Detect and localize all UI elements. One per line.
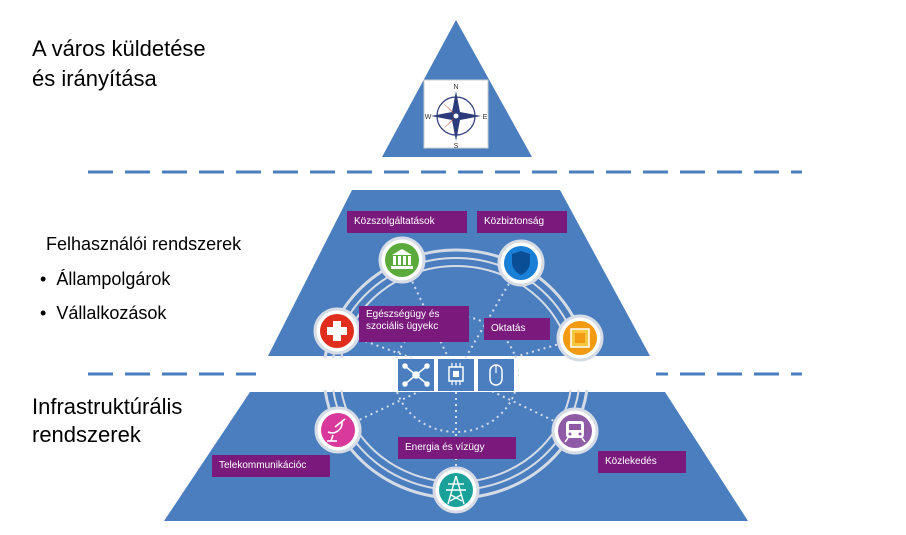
list-item: Vállalkozások <box>40 296 170 330</box>
compass-s-label: S <box>454 143 459 150</box>
public-safety-tag: Közbiztonság <box>477 211 567 233</box>
telecom-circle <box>314 406 362 454</box>
mission-level-label: A város küldetése és irányítása <box>32 34 206 94</box>
health-tag: Egészségügy és szociális ügyekc <box>359 306 469 342</box>
public-services-tag: Közszolgáltatások <box>347 211 467 233</box>
power-pylon-icon <box>446 475 466 505</box>
book-icon <box>570 328 590 348</box>
infrastructure-level-label: Infrastruktúrális rendszerek <box>32 393 182 449</box>
compass-rose-icon: N S W E <box>423 79 489 150</box>
user-systems-list: Állampolgárok Vállalkozások <box>40 262 170 330</box>
transport-tag: Közlekedés <box>598 451 686 473</box>
compass-e-label: E <box>483 114 488 121</box>
user-systems-title: Felhasználói rendszerek <box>46 234 242 254</box>
bank-icon <box>391 249 413 269</box>
public-safety-circle <box>497 239 545 287</box>
mission-label-line2: és irányítása <box>32 66 157 91</box>
energy-tag: Energia és vízügy <box>398 437 516 459</box>
infra-label-line2: rendszerek <box>32 422 141 447</box>
public-services-circle <box>378 236 426 284</box>
satellite-dish-icon <box>327 418 346 442</box>
health-tag-line1: Egészségügy és <box>366 309 440 320</box>
list-item: Állampolgárok <box>40 262 170 296</box>
compass-n-label: N <box>453 84 458 91</box>
education-tag: Oktatás <box>484 318 550 340</box>
health-tag-line2: szociális ügyekc <box>366 321 439 332</box>
energy-circle <box>432 466 480 514</box>
transport-circle <box>551 407 599 455</box>
shield-icon <box>512 251 530 275</box>
telecom-tag: Telekommunikációc <box>212 455 330 477</box>
mission-label-line1: A város küldetése <box>32 36 206 61</box>
medical-cross-icon <box>327 321 347 341</box>
health-circle <box>313 307 361 355</box>
compass-w-label: W <box>425 114 432 121</box>
education-circle <box>556 314 604 362</box>
train-icon <box>564 421 586 443</box>
infra-label-line1: Infrastruktúrális <box>32 394 183 419</box>
integration-hub-icons <box>390 358 518 392</box>
